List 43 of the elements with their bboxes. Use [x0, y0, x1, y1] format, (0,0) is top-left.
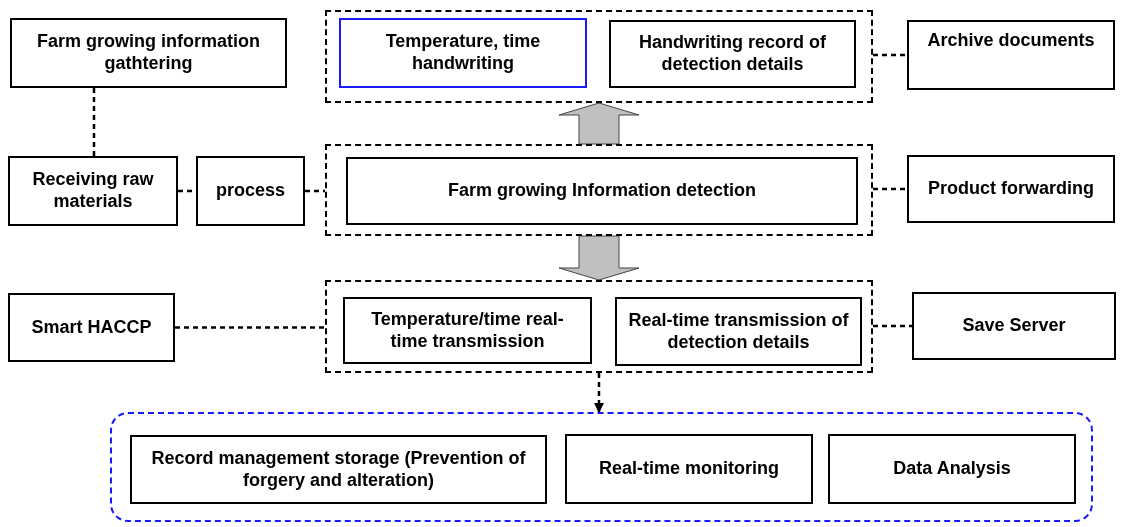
process-box	[339, 18, 587, 88]
dashed-group-frame	[325, 280, 873, 373]
box-label: Temperature, time handwriting	[384, 31, 542, 75]
process-box	[346, 157, 858, 225]
dashed-arrow	[594, 373, 604, 413]
process-box	[907, 20, 1115, 90]
box-label: Record management storage (Prevention of forgery and alteration)	[150, 447, 527, 492]
dashed-connector	[92, 88, 96, 156]
box-label: Product forwarding	[927, 178, 1095, 200]
box-label: Archive documents	[926, 30, 1096, 52]
process-box	[609, 20, 856, 88]
box-label: Temperature/time real-time transmission	[370, 308, 565, 353]
process-box	[130, 435, 547, 504]
block-arrow	[558, 102, 640, 145]
box-label: Receiving raw materials	[31, 169, 155, 213]
process-box	[828, 434, 1076, 504]
block-arrow	[558, 235, 640, 281]
dashed-group-frame	[325, 10, 873, 103]
process-box	[907, 155, 1115, 223]
dashed-connector	[873, 324, 912, 328]
process-box	[343, 297, 592, 364]
box-label: Save Server	[961, 315, 1067, 337]
box-label: Real-time monitoring	[598, 458, 780, 480]
box-label: process	[214, 180, 286, 202]
process-box	[912, 292, 1116, 360]
process-box	[196, 156, 305, 226]
box-label: Farm growing Information detection	[447, 180, 757, 202]
box-label: Farm growing information gathtering	[36, 31, 261, 75]
dashed-connector	[873, 187, 907, 191]
process-box	[565, 434, 813, 504]
box-label: Handwriting record of detection details	[638, 32, 827, 76]
dashed-connector	[305, 189, 325, 193]
process-box	[8, 293, 175, 362]
dashed-connector	[175, 326, 325, 329]
process-box	[10, 18, 287, 88]
box-label: Smart HACCP	[30, 316, 153, 339]
process-box	[8, 156, 178, 226]
dashed-group-frame	[110, 412, 1093, 522]
dashed-group-frame	[325, 144, 873, 236]
process-box	[615, 297, 862, 366]
dashed-connector	[873, 53, 907, 57]
box-label: Real-time transmission of detection details	[627, 309, 850, 354]
box-label: Data Analysis	[892, 458, 1012, 480]
